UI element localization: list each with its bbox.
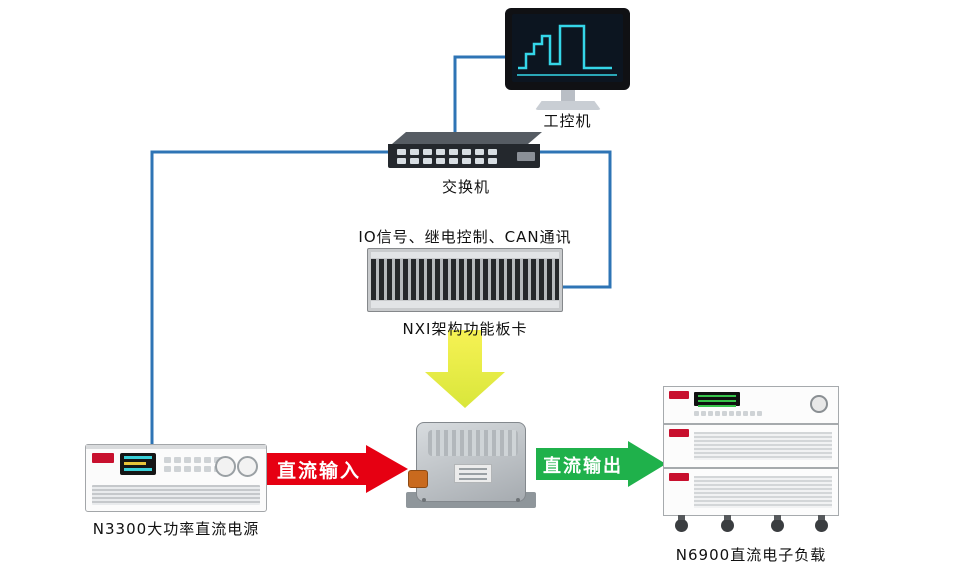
nxi-bottom-rail [371,301,559,308]
ethernet-switch [388,132,544,172]
load-brand-logo [669,391,689,399]
psu-vent-grille [92,485,260,505]
load-display [694,392,740,407]
dc-output-label: 直流输出 [543,456,623,477]
load-brand-logo [669,429,689,437]
nxi-card-slots [371,259,559,300]
psu-keypad [164,457,221,472]
ethernet-ports [397,149,497,164]
control-down-arrow [425,330,505,408]
load-vent-grille [694,432,832,460]
monitor-screen [512,14,623,82]
caster-wheel [815,515,828,532]
dut-bolt [516,498,520,502]
dut-converter [406,414,536,510]
nxi-caption: IO信号、继电控制、CAN通讯 [358,228,572,246]
nxi-chassis [367,248,563,312]
line-switch-to-nxi [540,150,612,289]
psu-output-socket [215,456,236,477]
psu-output-socket [237,456,258,477]
switch-label: 交换机 [441,178,490,196]
n3300-power-supply [85,444,267,512]
load-vent-grille [694,476,832,508]
load-module [663,468,839,516]
line-switch-to-psu [150,150,392,448]
dut-hv-connector [408,470,428,488]
line-ipc-to-switch [453,55,505,140]
caster-wheel [721,515,734,532]
switch-top-face [392,132,542,144]
monitor-stand-base [535,101,601,110]
dut-label-plate [454,464,492,483]
psu-top-strip [86,445,266,449]
nxi-top-rail [371,252,559,258]
switch-front-panel [388,144,540,168]
dut-cooling-fins [428,430,518,456]
industrial-pc-monitor [505,8,630,120]
psu-brand-logo [92,453,114,463]
load-module [663,424,839,468]
psu-display [120,453,156,475]
dut-bolt [422,498,426,502]
load-control-unit [663,386,839,424]
n6900-electronic-load [663,386,839,532]
caster-wheel [771,515,784,532]
load-keypad [694,411,762,416]
ipc-label: 工控机 [543,112,592,130]
caster-wheel [675,515,688,532]
load-rotary-knob [810,395,828,413]
nxi-label: NXI架构功能板卡 [402,320,528,338]
dc-output-arrow [536,441,666,487]
monitor-stand-neck [561,90,575,102]
dc-input-arrow [266,445,408,493]
waveform-chart-icon [517,24,617,76]
switch-uplink-port [517,152,535,161]
load-brand-logo [669,473,689,481]
load-label: N6900直流电子负载 [675,546,827,564]
psu-label: N3300大功率直流电源 [92,520,260,538]
dc-input-label: 直流输入 [276,460,361,482]
